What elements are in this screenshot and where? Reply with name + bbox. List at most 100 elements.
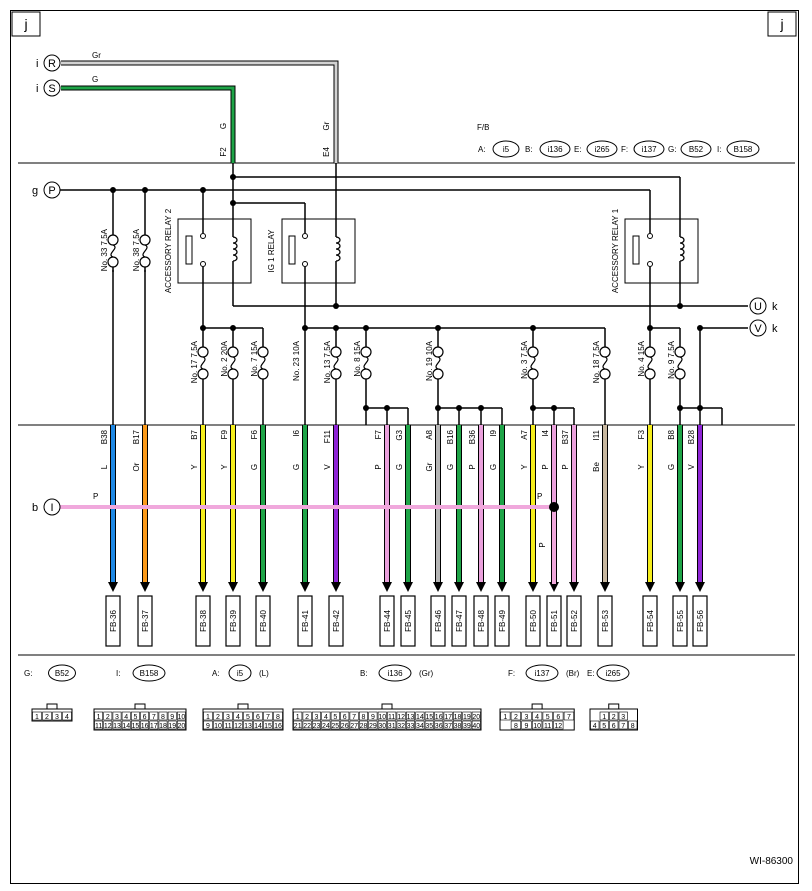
pin-number: 5 [133, 714, 137, 721]
connector-r-letter: R [48, 58, 56, 70]
pin-number: 8 [631, 723, 635, 730]
junction-dots [110, 174, 703, 411]
pin-number: 18 [454, 714, 462, 721]
wire-terminal-label: FB-47 [455, 610, 464, 632]
pin-number: 5 [246, 714, 250, 721]
pin-number: 2 [45, 714, 49, 721]
pin-number: 1 [602, 714, 606, 721]
wire-s-drop-color: G [219, 123, 228, 129]
pin-number: 7 [352, 714, 356, 721]
wire-pin-label: F3 [637, 429, 646, 439]
fuse-label: No. 9 7.5A [667, 340, 676, 378]
pin-number: 3 [621, 714, 625, 721]
connector-u-letter: U [754, 301, 762, 313]
wire-pin-label: A7 [520, 429, 529, 439]
pinout-name: B158 [140, 669, 159, 678]
wire-r-gr [61, 60, 339, 163]
fuse-label: No. 3 7.5A [520, 340, 529, 378]
fb-legend-key-i: I: [717, 145, 721, 154]
fb-legend-name-e: i265 [594, 145, 610, 154]
wire-color-label: P [561, 464, 570, 469]
fuse-2: No. 38 7.5A [132, 228, 151, 272]
pin-number: 13 [113, 723, 121, 730]
pin-number: 26 [341, 723, 349, 730]
pin-number: 3 [115, 714, 119, 721]
pin-number: 1 [206, 714, 210, 721]
connector-u: U k [749, 297, 778, 315]
pin-number: 13 [244, 723, 252, 730]
pin-number: 6 [612, 723, 616, 730]
fuse-label: No. 38 7.5A [132, 228, 141, 271]
pin-number: 19 [168, 723, 176, 730]
pinout-id: I: [116, 669, 120, 678]
pin-number: 2 [305, 714, 309, 721]
pin-number: 11 [95, 723, 102, 730]
pin-number: 13 [407, 714, 415, 721]
pinout-id: F: [508, 669, 515, 678]
wire-terminal-label: FB-41 [301, 610, 310, 632]
pin-number: 11 [544, 723, 551, 730]
wire-color-label: P [541, 464, 550, 469]
relay-ig1: IG 1 RELAY [267, 218, 356, 284]
pin-number: 17 [444, 714, 452, 721]
fuse-label: No. 17 7.5A [190, 340, 199, 383]
fb-legend-name-b: i136 [547, 145, 563, 154]
fuse-13: No. 9 7.5A [667, 340, 686, 384]
pin-number: 14 [254, 723, 262, 730]
wire-color-label: G [667, 464, 676, 470]
pinout-id: G: [24, 669, 32, 678]
pin-number: 27 [350, 723, 358, 730]
pin-number: 7 [152, 714, 156, 721]
pinout-extra: (L) [259, 669, 269, 678]
pin-number: 8 [514, 723, 518, 730]
pinout-name: B52 [55, 669, 70, 678]
fb-legend-name-g: B52 [689, 145, 704, 154]
wire-pin-label: I4 [541, 429, 550, 436]
pin-number: 8 [161, 714, 165, 721]
fuse-4: No. 2 20A [220, 340, 239, 384]
wire-terminal-label: FB-49 [498, 610, 507, 632]
wire-pin-label: B36 [468, 429, 477, 444]
pin-number: 32 [397, 723, 405, 730]
corner-tag-right: j [767, 11, 797, 37]
connector-b-letter: I [50, 502, 53, 514]
pin-number: 12 [234, 723, 242, 730]
connector-r: i R [36, 54, 61, 72]
pin-number: 40 [472, 723, 480, 730]
pin-number: 23 [313, 723, 321, 730]
pin-number: 2 [514, 714, 518, 721]
corner-tag-left: j [11, 11, 41, 37]
wire-terminal-label: FB-53 [601, 610, 610, 632]
pin-number: 9 [371, 714, 375, 721]
fuse-3: No. 17 7.5A [190, 340, 209, 384]
connector-b-bus-color-right: P [537, 492, 542, 501]
wire-pin-label: F9 [220, 429, 229, 439]
wire-pin-label: F6 [250, 429, 259, 439]
wire-r-drop-color: Gr [322, 121, 331, 130]
pin-number: 10 [178, 714, 186, 721]
pin-number: 14 [416, 714, 424, 721]
wire-terminal-label: FB-56 [696, 610, 705, 632]
fuse-5: No. 7 15A [250, 340, 269, 384]
pin-number: 4 [535, 714, 539, 721]
pinout-name: i137 [534, 669, 550, 678]
pin-number: 7 [266, 714, 270, 721]
pin-number: 7 [567, 714, 571, 721]
pin-number: 22 [303, 723, 311, 730]
wire-color-label: Y [520, 464, 529, 470]
pin-number: 3 [525, 714, 529, 721]
connector-b-bus-color-below: P [538, 542, 547, 547]
pin-number: 25 [331, 723, 339, 730]
wire-pin-label: B8 [667, 429, 676, 439]
